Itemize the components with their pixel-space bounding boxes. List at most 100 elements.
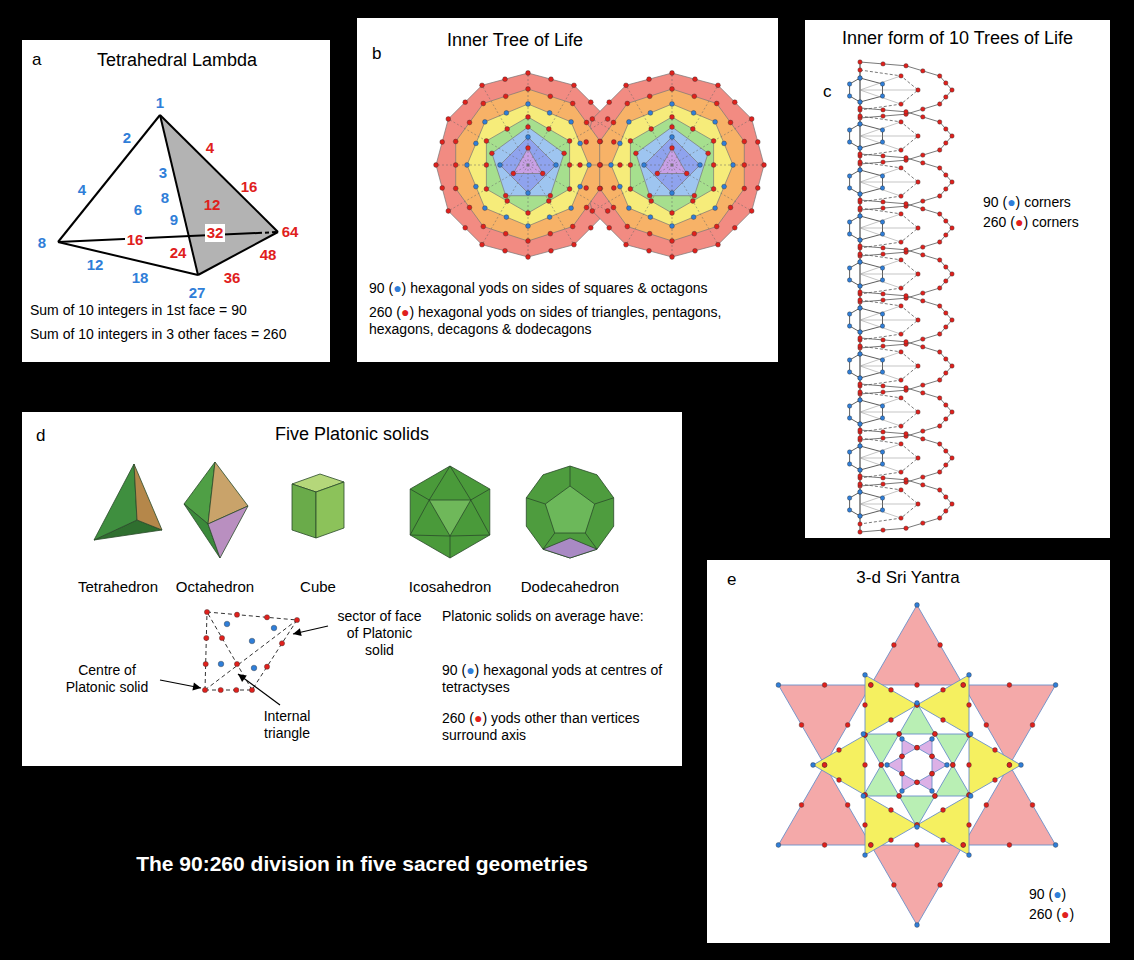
radial-line [528, 165, 608, 211]
yod-dot [799, 723, 804, 728]
yod-dot [915, 843, 920, 848]
yod-dot [655, 171, 660, 176]
yod-dot [467, 120, 472, 125]
yod-dot [484, 139, 489, 144]
yod-dot [941, 838, 946, 843]
yod-dot [921, 337, 925, 341]
tree-spoke [860, 274, 901, 288]
yod-dot [880, 232, 884, 236]
yod-dot [858, 192, 862, 196]
tree-spoke [860, 366, 901, 380]
yod-dot [526, 239, 531, 244]
yod-dot [1007, 683, 1012, 688]
yod-dot [915, 780, 920, 785]
yantra-triangle [871, 845, 963, 925]
yod-dot [950, 226, 954, 230]
tetrahedron-edge [58, 115, 160, 242]
yod-dot [847, 128, 851, 132]
solid-edge [450, 466, 471, 500]
yod-dot [549, 77, 554, 82]
yod-dot [858, 260, 862, 264]
tree-outline [860, 438, 918, 478]
yod-dot [858, 206, 862, 210]
yod-dot [921, 299, 925, 303]
tree-outline [860, 254, 918, 294]
yod-dot [647, 77, 652, 82]
yod-dot [858, 146, 862, 150]
yod-dot [938, 240, 942, 244]
yod-dot [498, 163, 503, 168]
yod-dot [921, 107, 925, 111]
yod-dot [218, 687, 223, 692]
panel-text: Sum of 10 integers in 3 other faces = 26… [30, 326, 328, 343]
yod-dot [858, 198, 862, 202]
yod-dot [921, 483, 925, 487]
yod-dot [716, 242, 721, 247]
tree-outline [850, 446, 860, 470]
yod-dot [587, 163, 592, 168]
spine-line [860, 62, 861, 532]
dot-glyph: ● [1053, 886, 1061, 902]
yod-dot [569, 120, 574, 125]
yod-dot [584, 120, 589, 125]
yod-dot [1030, 723, 1035, 728]
solid-face [94, 464, 137, 540]
yod-dot [713, 206, 718, 211]
yod-dot [647, 193, 652, 198]
yod-dot [467, 205, 472, 210]
yod-dot [921, 161, 925, 165]
tree-spoke [860, 182, 918, 183]
tree-spoke [860, 90, 918, 91]
yod-dot [944, 495, 948, 499]
yod-dot [526, 115, 531, 120]
yod-dot [938, 442, 942, 446]
yod-dot [714, 101, 719, 106]
yod-dot [670, 115, 675, 120]
yantra-triangle [935, 765, 971, 796]
yod-dot [670, 255, 675, 260]
yod-dot [889, 688, 894, 693]
yod-dot [868, 683, 873, 688]
yod-dot [503, 193, 508, 198]
yod-dot [625, 101, 630, 106]
yod-dot [611, 205, 616, 210]
yod-dot [837, 748, 842, 753]
yod-dot [264, 664, 269, 669]
yod-dot [950, 502, 954, 506]
yod-dot [858, 122, 862, 126]
yod-dot [611, 120, 616, 125]
yod-dot [483, 206, 488, 211]
panel-text: Centre of Platonic solid [57, 662, 157, 696]
yod-dot [904, 478, 908, 482]
yod-dot [858, 284, 862, 288]
yod-dot [921, 383, 925, 387]
callout-number: 32 [205, 224, 226, 242]
panel-text: 90 (●) hexagonal yods at centres of tetr… [442, 662, 674, 696]
panel-text: e [727, 570, 757, 590]
yod-dot [858, 244, 862, 248]
yod-dot [899, 166, 903, 170]
panel-title: 3-d Sri Yantra [833, 568, 983, 588]
yod-dot [578, 141, 583, 146]
yantra-triangle [813, 735, 865, 795]
yod-dot [1019, 763, 1024, 768]
tree-outline [860, 292, 952, 348]
solid-edge [595, 498, 614, 504]
yod-dot [858, 468, 862, 472]
panel-d: dFive Platonic solidsTetrahedronOctahedr… [22, 412, 682, 766]
yod-dot [847, 174, 851, 178]
yod-dot [755, 186, 760, 191]
sector-edge [205, 620, 297, 690]
yod-dot [584, 140, 589, 145]
yod-dot [588, 225, 593, 230]
yod-dot [881, 344, 885, 348]
panel-text: Inner form of 10 Trees of Life [811, 28, 1104, 50]
yod-dot [950, 318, 954, 322]
yod-dot [880, 324, 884, 328]
yod-dot [858, 436, 862, 440]
yod-dot [203, 661, 208, 666]
radial-line [672, 165, 752, 211]
tetrahedron-edge [160, 115, 278, 232]
tree-outline [850, 216, 860, 240]
yod-dot [961, 843, 966, 848]
